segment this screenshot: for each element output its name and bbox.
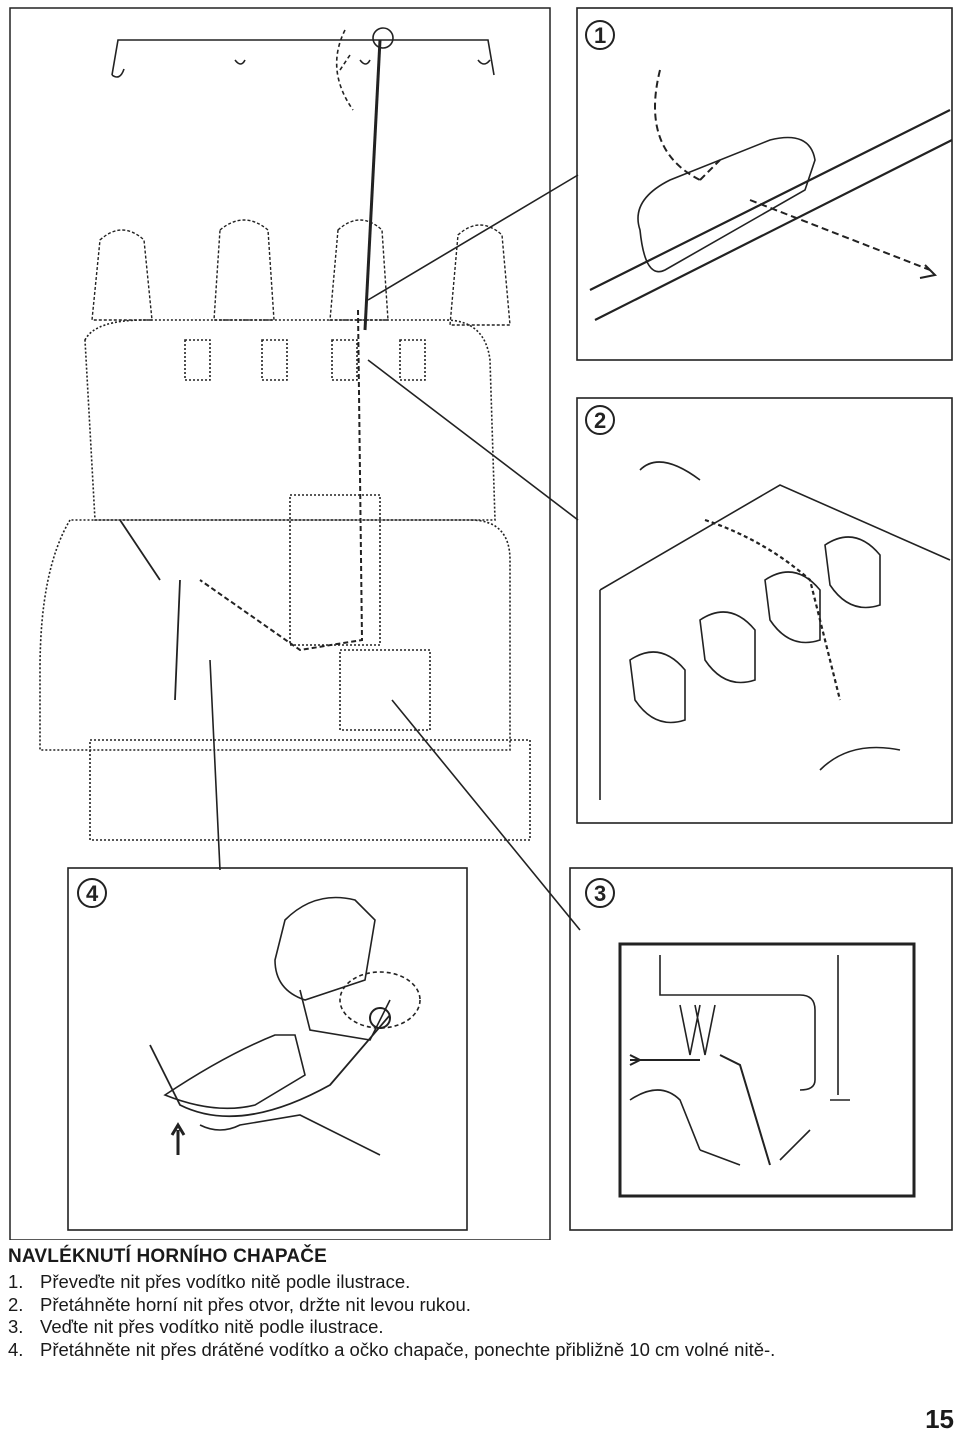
panel-label-1: 1 bbox=[594, 23, 606, 48]
detail-panel-2 bbox=[576, 397, 953, 824]
section-heading: NAVLÉKNUTÍ HORNÍHO CHAPAČE bbox=[8, 1246, 328, 1267]
step-item: 4. Přetáhněte nit přes drátěné vodítko a … bbox=[8, 1339, 953, 1362]
step-text: Přetáhněte nit přes drátěné vodítko a oč… bbox=[40, 1338, 776, 1360]
panel-label-2: 2 bbox=[594, 408, 606, 433]
steps-list: 1. Převeďte nit přes vodítko nitě podle i… bbox=[8, 1271, 953, 1361]
threading-illustration: 1 2 3 4 bbox=[9, 7, 953, 1240]
step-number: 3. bbox=[8, 1316, 24, 1337]
detail-panel-3 bbox=[569, 867, 953, 1231]
step-text: Přetáhněte horní nit přes otvor, držte n… bbox=[40, 1293, 471, 1315]
instructions-section: NAVLÉKNUTÍ HORNÍHO CHAPAČE 1. Převeďte ni… bbox=[8, 1246, 953, 1361]
step-number: 2. bbox=[8, 1293, 24, 1315]
step-text: Převeďte nit přes vodítko nitě podle ilu… bbox=[40, 1271, 411, 1292]
panel-label-3: 3 bbox=[594, 881, 606, 906]
detail-panel-4 bbox=[67, 867, 468, 1231]
main-diagram bbox=[9, 7, 581, 1240]
step-item: 2. Přetáhněte horní nit přes otvor, držte… bbox=[8, 1294, 953, 1317]
detail-panel-1 bbox=[576, 7, 953, 361]
page-number: 15 bbox=[925, 1404, 954, 1434]
step-item: 1. Převeďte nit přes vodítko nitě podle i… bbox=[8, 1271, 953, 1294]
step-number: 4. bbox=[8, 1338, 24, 1360]
panel-label-4: 4 bbox=[86, 881, 99, 906]
step-text: Veďte nit přes vodítko nitě podle ilustr… bbox=[40, 1316, 384, 1337]
step-item: 3. Veďte nit přes vodítko nitě podle ilus… bbox=[8, 1316, 953, 1339]
step-number: 1. bbox=[8, 1271, 24, 1292]
